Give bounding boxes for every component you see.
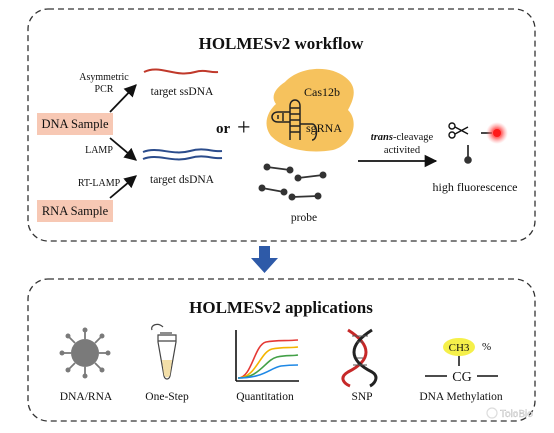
dna-helix-icon	[341, 328, 378, 388]
target-ssdna-label: target ssDNA	[151, 86, 214, 98]
rna-sample-label: RNA Sample	[42, 204, 109, 218]
quantitation-chart-icon	[235, 330, 299, 382]
cas12b-blob	[266, 68, 354, 152]
cas12b-complex: Cas12b sgRNA	[266, 68, 354, 152]
cas12b-label: Cas12b	[304, 85, 340, 99]
probe-icons	[258, 163, 327, 201]
scissors-icon	[448, 122, 469, 139]
tube-icon	[151, 323, 177, 380]
dsdna-strand-bottom	[142, 155, 223, 161]
workflow-panel-border	[27, 8, 536, 242]
watermark: TolоBio	[486, 407, 533, 420]
dna-sample-box	[37, 113, 113, 135]
rt-lamp-label: RT-LAMP	[78, 178, 121, 189]
ch3-highlight	[443, 338, 475, 356]
high-fluorescence-label: high fluorescence	[433, 180, 518, 194]
lamp-label: LAMP	[85, 145, 113, 156]
cleaved-probe-icon	[464, 122, 508, 164]
applications-panel-border	[27, 278, 536, 422]
app-label-dna-rna: DNA/RNA	[60, 391, 113, 403]
arrow-dna-to-dsdna	[109, 137, 137, 161]
trans-cleavage-label: trans-cleavage	[371, 132, 434, 143]
target-dsdna-label: target dsDNA	[150, 174, 215, 186]
down-arrow-icon	[251, 246, 278, 273]
asymmetric-pcr-label-line1: Asymmetric	[79, 72, 129, 83]
watermark-text: TolоBio	[500, 409, 533, 420]
app-label-quantitation: Quantitation	[236, 391, 294, 403]
asymmetric-pcr-label-line2: PCR	[95, 84, 114, 95]
sgrna-label: sgRNA	[306, 121, 342, 135]
virus-icon	[59, 327, 111, 379]
workflow-title: HOLMESv2 workflow	[199, 34, 365, 53]
app-label-dna-methylation: DNA Methylation	[419, 391, 503, 403]
ssdna-strand	[143, 68, 219, 75]
probe-label: probe	[291, 212, 317, 224]
dna-sample-label: DNA Sample	[41, 117, 108, 131]
sgrna-hairpin-icon	[271, 99, 318, 141]
dsdna-strand-top	[142, 148, 223, 154]
arrow-dna-to-ssdna	[109, 84, 137, 113]
methylation-icon: CH3 % CG	[425, 338, 498, 385]
ch3-label: CH3	[449, 342, 470, 354]
plus-sign: +	[237, 115, 251, 141]
applications-title: HOLMESv2 applications	[189, 298, 373, 317]
rna-sample-box	[37, 200, 113, 222]
activited-label: activited	[384, 145, 421, 156]
cg-label: CG	[452, 370, 471, 385]
app-label-snp: SNP	[351, 391, 372, 403]
percent-label: %	[482, 341, 491, 353]
arrow-rna-to-dsdna	[109, 175, 137, 199]
or-label: or	[216, 121, 231, 137]
app-label-one-step: One-Step	[145, 391, 189, 403]
workflow-panel: HOLMESv2 workflow DNA Sample RNA Sample …	[27, 8, 536, 242]
applications-panel: HOLMESv2 applications DNA/RNA One-Step	[27, 278, 536, 422]
